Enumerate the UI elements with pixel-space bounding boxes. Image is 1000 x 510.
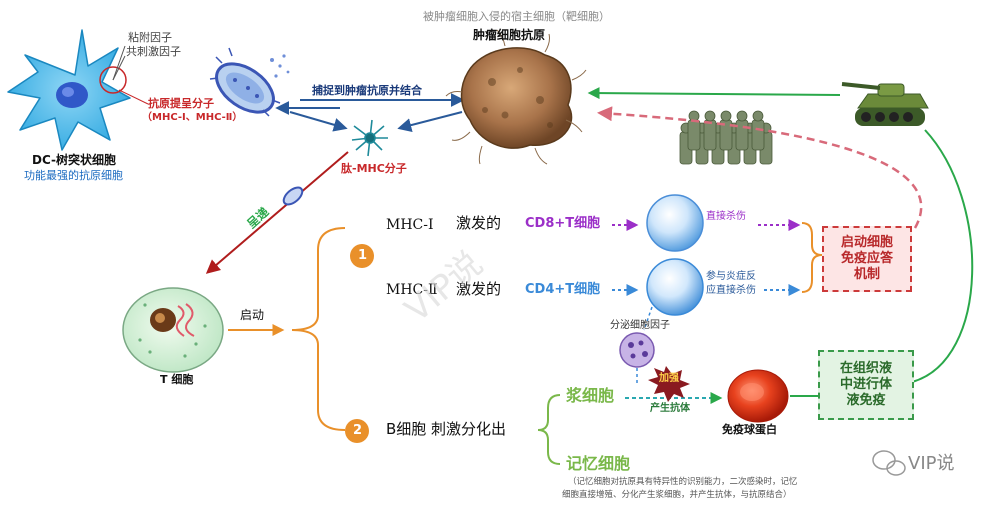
t-cell-label: T 细胞 xyxy=(160,373,194,386)
to-peptide-arrow-left xyxy=(289,111,348,132)
tumor-antigen-label: 肿瘤细胞抗原 xyxy=(473,28,546,42)
tumor-cell-icon xyxy=(445,29,587,165)
cd4-effect-line-2: 应直接杀伤 xyxy=(706,285,756,296)
dc-subtitle: 功能最强的抗原细胞 xyxy=(24,169,123,182)
cd8-effect-label: 直接杀伤 xyxy=(706,211,746,222)
dc-name: DC-树突状细胞 xyxy=(32,153,117,167)
step-2-circle xyxy=(345,419,369,443)
memory-note-line-2: 细胞直接增殖、分化产生浆细胞，并产生抗体，与抗原结合） xyxy=(562,490,792,500)
activate-label-2: 激发的 xyxy=(456,280,502,298)
brand-label: VIP说 xyxy=(908,453,955,474)
enhance-label: 加强 xyxy=(659,373,679,384)
cell-immune-response-box: 启动细胞 免疫应答 机制 xyxy=(822,226,912,292)
activate-label-1: 激发的 xyxy=(456,214,502,232)
tank-icon xyxy=(841,82,929,126)
cd4-effect-line-1: 参与炎症反 xyxy=(706,271,756,282)
t-cell-icon xyxy=(122,287,224,373)
memory-cell-label: 记忆细胞 xyxy=(566,454,631,473)
soldiers-icon xyxy=(679,110,773,165)
zoom-circle-icon xyxy=(99,66,127,94)
tank-to-tumor-arrow xyxy=(587,87,841,100)
to-peptide-arrow-right xyxy=(397,111,463,132)
step-1-circle xyxy=(350,244,374,268)
humoral-immunity-box: 在组织液 中进行体 液免疫 xyxy=(818,350,914,420)
antibody-label: 产生抗体 xyxy=(650,403,690,414)
cd8-cell-label: CD8+T细胞 xyxy=(525,216,601,231)
dendritic-cell-icon xyxy=(7,29,131,151)
presenting-molecule-label: 抗原提呈分子 xyxy=(148,97,214,110)
enhance-burst-icon xyxy=(648,366,690,402)
peptide-mhc-label: 肽-MHC分子 xyxy=(341,162,407,175)
start-label: 启动 xyxy=(240,308,265,322)
step-1-number: 1 xyxy=(358,248,368,263)
peptide-mhc-icon xyxy=(351,119,388,157)
wechat-icon xyxy=(872,450,906,476)
response-to-tumor-arrow xyxy=(597,106,923,229)
cd4-cell-icon xyxy=(646,258,704,316)
immunoglobulin-icon xyxy=(727,369,789,423)
memory-note-line-1: （记忆细胞对抗原具有特异性的识别能力，二次感染时，记忆 xyxy=(568,477,798,487)
capture-label: 捕捉到肿瘤抗原并结合 xyxy=(312,84,422,97)
host-cell-caption: 被肿瘤细胞入侵的宿主细胞（靶细胞） xyxy=(423,10,610,23)
b-cell-bracket xyxy=(537,394,561,465)
mhc-list-label: （MHC-Ⅰ、MHC-Ⅱ） xyxy=(142,112,243,123)
plasma-cell-label: 浆细胞 xyxy=(566,386,615,405)
cytokine-label: 分泌细胞因子 xyxy=(610,320,670,331)
adhesion-factor-label: 粘附因子 xyxy=(128,31,172,44)
mhc-i-label: MHC-Ⅰ xyxy=(386,217,434,233)
main-bracket xyxy=(291,227,346,431)
antigen-presenting-molecule-icon xyxy=(209,47,290,117)
humoral-to-tank-arrow xyxy=(911,129,974,383)
immunoglobulin-label: 免疫球蛋白 xyxy=(722,423,777,436)
cytokine-cell-icon xyxy=(619,332,655,368)
carrier-icon xyxy=(282,186,304,206)
step-2-number: 2 xyxy=(353,423,363,438)
costim-factor-label: 共刺激因子 xyxy=(126,45,181,58)
b-cell-label: B细胞 刺激分化出 xyxy=(386,420,507,438)
cd4-cell-label: CD4+T细胞 xyxy=(525,282,601,297)
cd8-cell-icon xyxy=(646,194,704,252)
mhc-ii-label: MHC-Ⅱ xyxy=(386,282,438,298)
response-bracket xyxy=(801,222,823,293)
present-arrow xyxy=(205,151,349,274)
